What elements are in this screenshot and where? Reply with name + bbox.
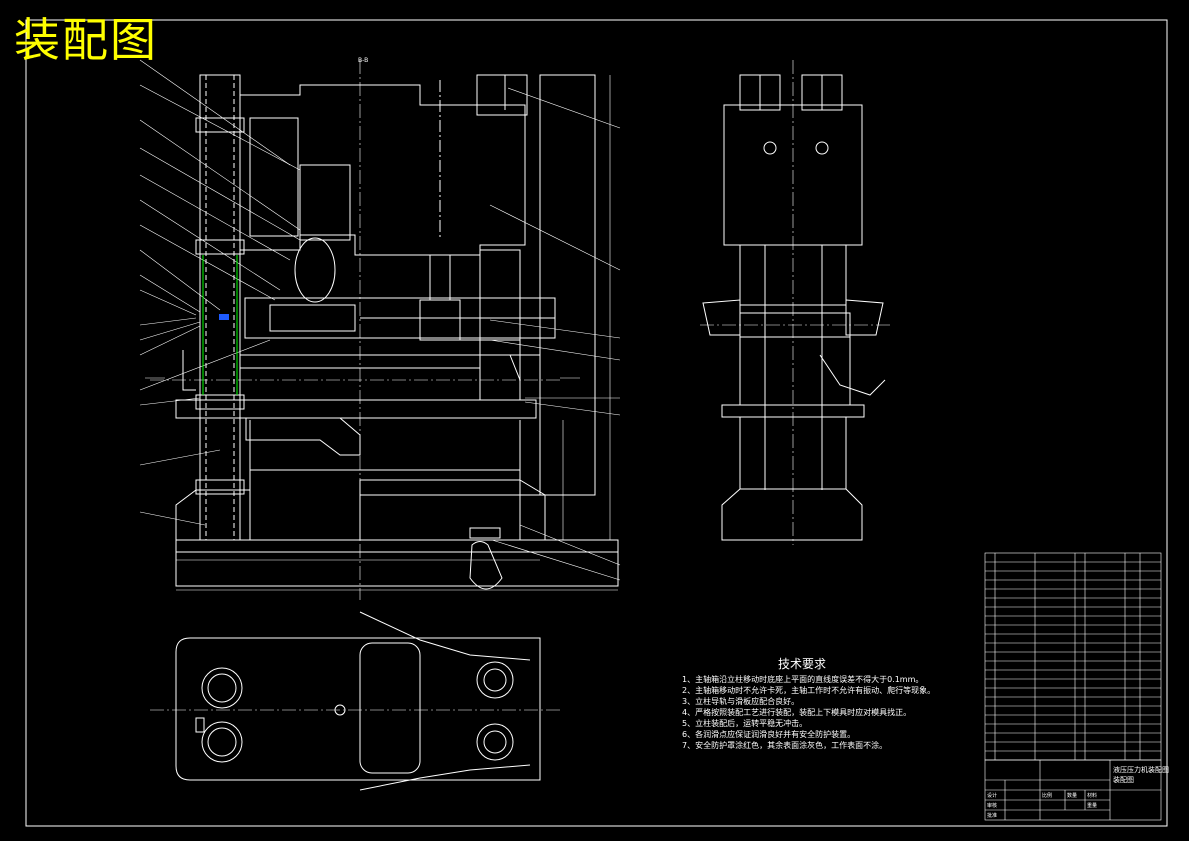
section-label-bb: B-B [358,57,368,64]
designer-label-text: 设计 [987,792,997,799]
requirement-item: 2、主轴箱移动时不允许卡死，主轴工作时不允许有振动、爬行等现象。 [682,686,936,695]
requirement-item: 3、立柱导轨与滑板应配合良好。 [682,697,800,706]
technical-requirements: 技术要求 1、主轴箱沿立柱移动时底座上平面的直线度误差不得大于0.1mm。 2、… [682,656,982,751]
top-view [150,611,560,791]
drawing-border [25,19,1168,827]
front-section-view [139,59,621,600]
title-block [984,759,1162,821]
requirement-item: 4、严格按照装配工艺进行装配，装配上下模具时应对模具找正。 [682,708,912,717]
column-bore-highlight [202,255,238,395]
qty-label-text: 数量 [1067,792,1077,799]
requirement-item: 6、各润滑点应保证润滑良好并有安全防护装置。 [682,730,856,739]
material-label-text: 材料 [1087,792,1097,799]
technical-requirements-title: 技术要求 [777,657,826,671]
side-view [700,60,890,545]
drawing-name-short-text: 装配图 [1113,775,1134,784]
requirement-item: 1、主轴箱沿立柱移动时底座上平面的直线度误差不得大于0.1mm。 [682,675,924,684]
parts-list-table [984,552,1162,761]
drawing-name-text: 液压压力机装配图 [1113,765,1169,774]
approver-label-text: 批准 [987,812,997,819]
scale-label-text: 比例 [1042,792,1052,799]
drawing-title: 装配图 [14,13,158,67]
checker-label-text: 审核 [987,802,997,809]
requirement-item: 7、安全防护罩涂红色，其余表面涂灰色，工作表面不涂。 [682,741,888,750]
weight-label-text: 重量 [1087,802,1097,809]
requirement-item: 5、立柱装配后，运转平稳无冲击。 [682,719,808,728]
